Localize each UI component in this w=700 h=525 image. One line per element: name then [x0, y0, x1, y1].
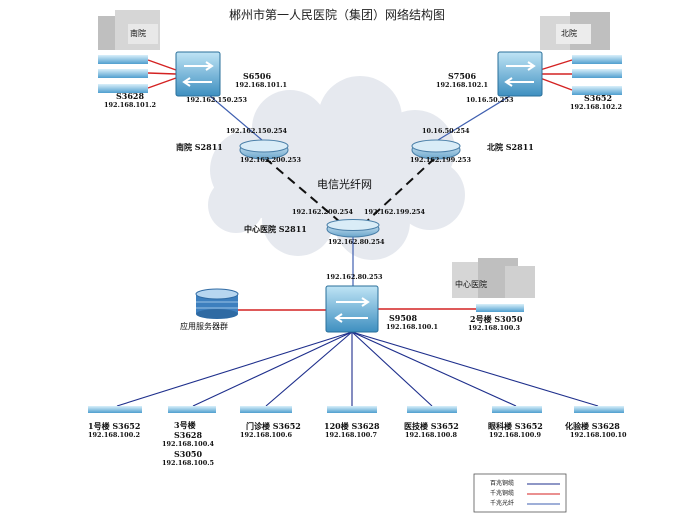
- access-1-name: 1号楼 S3652: [88, 421, 141, 431]
- wan-south-link: [264, 157, 341, 223]
- access-outpatient-ip: 192.168.100.6: [240, 431, 293, 439]
- access-outpatient-name: 门诊楼 S3652: [246, 421, 301, 431]
- north-core-switch-icon: [497, 51, 543, 97]
- access-fan-links: [116, 331, 599, 407]
- legend-item-1g-copper: 千兆铜缆: [490, 490, 515, 497]
- north-access-name: S3652: [584, 93, 613, 103]
- south-core-name: S6506: [243, 71, 272, 81]
- north-router-ip-bottom: 192.162.199.253: [410, 156, 472, 164]
- cloud-label: 电信光纤网: [317, 178, 372, 191]
- legend-item-100m-copper: 百兆铜缆: [490, 480, 515, 487]
- north-building-label: 北院: [561, 29, 577, 38]
- north-core-wan-ip: 10.16.50.253: [466, 96, 514, 104]
- south-building-label: 南院: [130, 29, 146, 38]
- access-medtech-ip: 192.168.100.8: [405, 431, 458, 439]
- access-3-ip2: 192.168.100.5: [162, 459, 215, 467]
- legend-item-1g-fiber: 千兆光纤: [490, 500, 515, 507]
- north-router-ip-top: 10.16.50.254: [422, 127, 470, 135]
- access-3-ip: 192.168.100.4: [162, 440, 215, 448]
- south-core-wan-ip: 192.162.150.253: [186, 96, 248, 104]
- north-building-icon: [540, 12, 610, 50]
- center-router-ip-left: 192.162.200.254: [292, 208, 354, 216]
- access-eye-name: 眼科楼 S3652: [488, 421, 543, 431]
- center-building-icon: [452, 258, 535, 298]
- legend-box: [473, 473, 567, 513]
- center-core-switch-icon: [325, 285, 379, 333]
- center-core-name: S9508: [389, 313, 418, 323]
- north-router-icon: [411, 139, 461, 160]
- bldg2-switch-name: 2号楼 S3050: [470, 314, 523, 324]
- south-router-ip-bottom: 192.162.200.253: [240, 156, 302, 164]
- access-switch-icons: [88, 406, 624, 413]
- north-core-name: S7506: [448, 71, 477, 81]
- access-medtech-name: 医技楼 S3652: [404, 421, 459, 431]
- north-router-name: 北院 S2811: [487, 142, 534, 152]
- center-router-icon: [326, 219, 380, 238]
- center-building-label: 中心医院: [455, 280, 487, 289]
- north-uplink: [437, 95, 511, 141]
- bldg2-switch-ip: 192.168.100.3: [468, 324, 521, 332]
- south-access-ip: 192.168.101.2: [104, 101, 157, 109]
- south-core-ip: 192.168.101.1: [235, 81, 288, 89]
- access-lab-ip: 192.168.100.10: [570, 431, 627, 439]
- access-3-name3: S3050: [174, 449, 203, 459]
- north-access-switches-icon: [572, 55, 622, 95]
- north-access-links: [539, 59, 573, 91]
- south-router-name: 南院 S2811: [176, 142, 223, 152]
- access-120-name: 120楼 S3628: [324, 421, 380, 431]
- north-access-ip: 192.168.102.2: [570, 103, 623, 111]
- south-building-icon: [98, 10, 160, 50]
- access-3-name2: S3628: [174, 430, 203, 440]
- center-router-ip-bottom: 192.162.80.254: [328, 238, 385, 246]
- access-3-name: 3号楼: [174, 420, 196, 430]
- access-1-ip: 192.168.100.2: [88, 431, 141, 439]
- access-eye-ip: 192.168.100.9: [489, 431, 542, 439]
- server-cluster-label: 应用服务器群: [180, 322, 228, 331]
- south-router-icon: [239, 139, 289, 160]
- diagram-title: 郴州市第一人民医院（集团）网络结构图: [229, 8, 446, 22]
- server-cluster-icon: [195, 288, 239, 319]
- center-router-ip-right: 192.162.199.254: [364, 208, 426, 216]
- south-uplink: [209, 95, 263, 141]
- north-core-ip: 192.168.102.1: [436, 81, 489, 89]
- access-120-ip: 192.168.100.7: [325, 431, 378, 439]
- access-lab-name: 化验楼 S3628: [565, 421, 620, 431]
- south-access-name: S3628: [116, 91, 145, 101]
- south-access-switches-icon: [98, 55, 148, 93]
- bldg2-switch-icon: [476, 304, 524, 312]
- wan-north-link: [365, 157, 436, 223]
- center-core-ip: 192.168.100.1: [386, 323, 439, 331]
- south-router-ip-top: 192.162.150.254: [226, 127, 288, 135]
- center-core-ip-top: 192.162.80.253: [326, 273, 383, 281]
- south-core-switch-icon: [175, 51, 221, 97]
- south-access-links: [147, 59, 177, 89]
- center-router-name: 中心医院 S2811: [244, 224, 307, 234]
